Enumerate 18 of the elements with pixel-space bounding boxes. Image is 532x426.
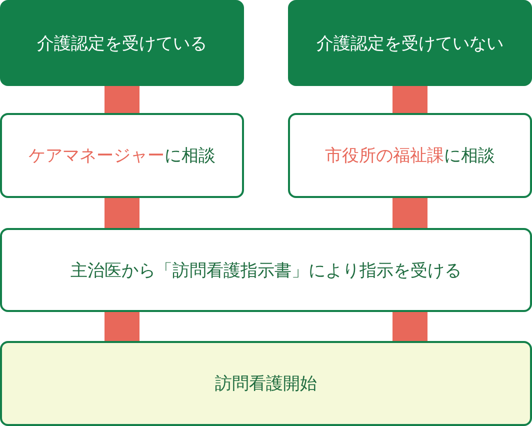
connector-bar	[392, 312, 428, 341]
box-label: 介護認定を受けていない	[316, 32, 504, 54]
connector-bar	[104, 312, 140, 341]
connector-bar	[104, 86, 140, 113]
connector-bar	[392, 86, 428, 113]
process-box	[0, 228, 532, 312]
connector-bar	[392, 198, 428, 228]
process-box	[288, 113, 532, 198]
heading-box	[0, 0, 244, 86]
box-label: 介護認定を受けている	[37, 32, 207, 54]
connector-bar	[104, 198, 140, 228]
box-label: ケアマネージャーに相談	[28, 145, 216, 167]
result-box	[0, 341, 532, 426]
heading-box	[288, 0, 532, 86]
box-label: 訪問看護開始	[215, 373, 317, 395]
process-box	[0, 113, 244, 198]
box-label: 主治医から「訪問看護指示書」により指示を受ける	[70, 260, 462, 282]
box-label: 市役所の福祉課に相談	[325, 145, 495, 167]
